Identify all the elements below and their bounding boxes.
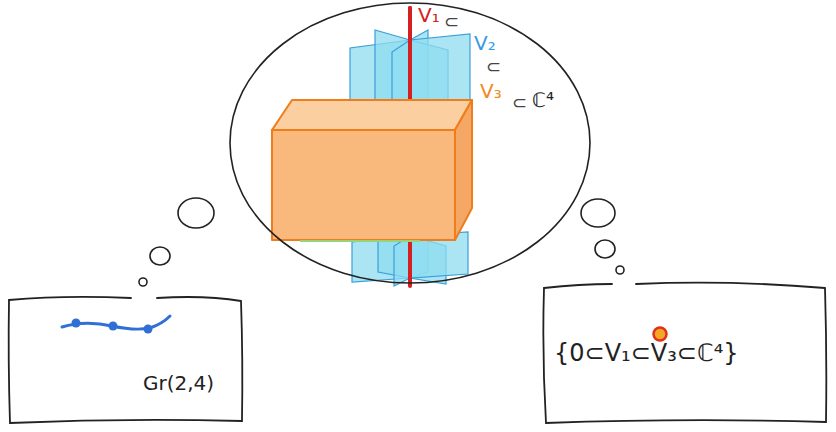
set-label: {0⊂V₁⊂V₃⊂ℂ⁴} bbox=[554, 340, 739, 366]
subset-symbol: ⊂ bbox=[486, 57, 501, 77]
subspace-label: V₁ bbox=[418, 4, 440, 26]
subset-symbol: ⊂ bbox=[444, 12, 459, 32]
grassmannian-bubble: Gr(2,4) bbox=[5, 290, 245, 426]
box-v3 bbox=[272, 100, 472, 240]
subspace-label: V₃ bbox=[480, 80, 502, 102]
flag-variety-bubble: {0⊂V₁⊂V₃⊂ℂ⁴} bbox=[540, 276, 830, 426]
subset-symbol: ⊂ bbox=[512, 93, 527, 113]
bubble-outline bbox=[5, 290, 245, 426]
space-label: Gr(2,4) bbox=[143, 372, 214, 394]
subspace-circle: V₁⊂V₂⊂V₃⊂ℂ⁴ bbox=[228, 1, 592, 285]
curve-with-points bbox=[62, 316, 170, 334]
point-marker bbox=[654, 328, 667, 341]
box-shadow bbox=[300, 240, 420, 242]
space-label: ℂ⁴ bbox=[532, 89, 554, 111]
bubble-outline bbox=[228, 1, 592, 285]
line-v1 bbox=[408, 8, 412, 110]
subspace-label: V₂ bbox=[474, 32, 496, 54]
